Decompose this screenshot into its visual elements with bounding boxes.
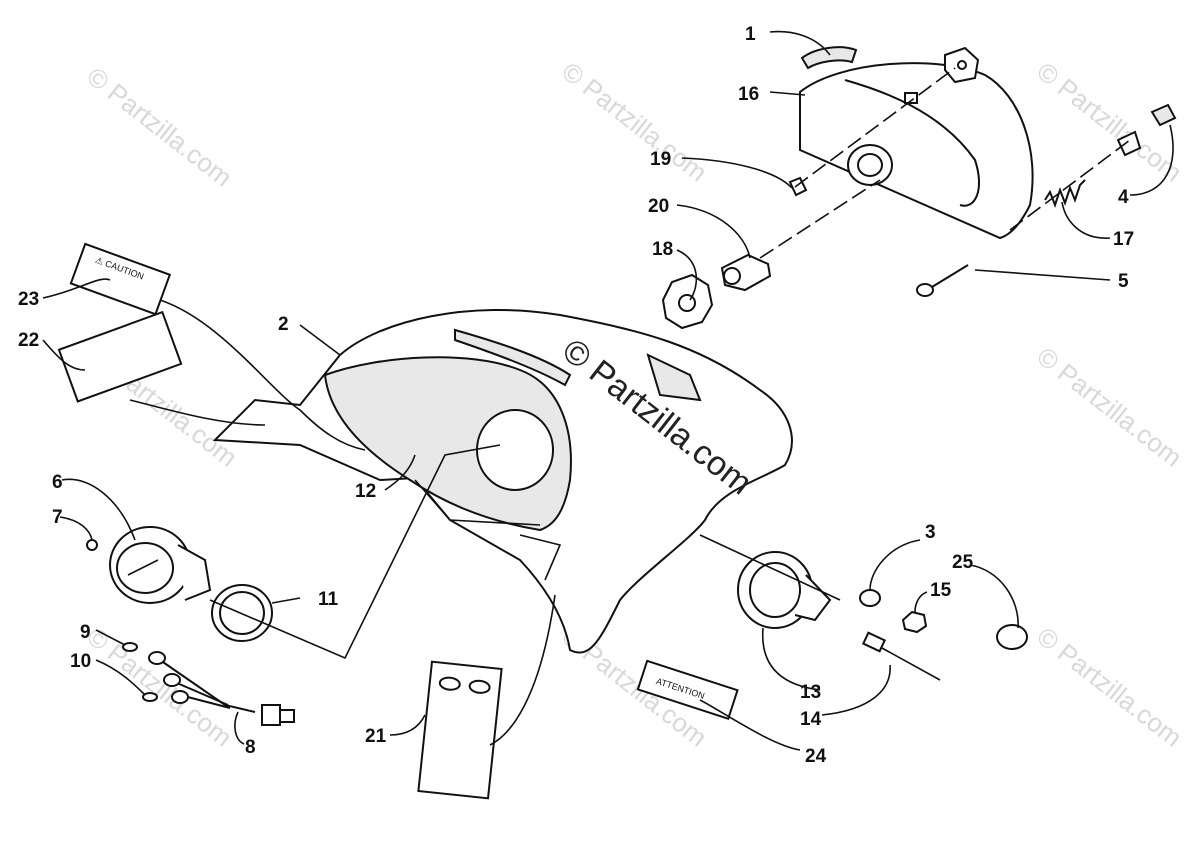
callout-5: 5 bbox=[1118, 271, 1129, 292]
decal-24: ATTENTION bbox=[636, 659, 739, 721]
screw-7 bbox=[86, 539, 98, 551]
callout-7: 7 bbox=[52, 507, 63, 528]
callout-19: 19 bbox=[650, 149, 671, 170]
washer-3 bbox=[859, 589, 881, 607]
headlight-opening bbox=[476, 409, 554, 491]
callout-4: 4 bbox=[1118, 187, 1129, 208]
nut-15 bbox=[901, 610, 928, 634]
bulb-20 bbox=[720, 253, 772, 292]
speedo-cable-14 bbox=[861, 631, 941, 681]
adjusting-screw-5 bbox=[916, 264, 969, 297]
watermark: © Partzilla.com bbox=[1031, 621, 1188, 753]
watermark: © Partzilla.com bbox=[1031, 341, 1188, 473]
decal-23: ⚠ CAUTION bbox=[69, 242, 172, 316]
callout-14: 14 bbox=[800, 709, 822, 730]
callout-24: 24 bbox=[805, 746, 827, 767]
callout-2: 2 bbox=[278, 314, 289, 335]
callout-13: 13 bbox=[800, 682, 821, 703]
callout-3: 3 bbox=[925, 522, 936, 543]
gauge-13 bbox=[737, 551, 832, 629]
adjuster-spring bbox=[1044, 179, 1086, 208]
bulb-9 bbox=[122, 642, 138, 652]
callout-12: 12 bbox=[355, 481, 376, 502]
callout-11: 11 bbox=[318, 589, 339, 610]
callout-23: 23 bbox=[18, 289, 39, 310]
headlight-housing bbox=[799, 46, 1034, 240]
callout-25: 25 bbox=[952, 552, 974, 573]
decal-21 bbox=[417, 660, 503, 800]
callout-16: 16 bbox=[738, 84, 759, 105]
bulb-10 bbox=[142, 692, 158, 702]
callout-15: 15 bbox=[930, 580, 952, 601]
bulb-socket bbox=[847, 144, 893, 186]
callout-18: 18 bbox=[652, 239, 673, 260]
callout-8: 8 bbox=[245, 737, 256, 758]
callout-22: 22 bbox=[18, 330, 39, 351]
hood-cowl bbox=[212, 309, 793, 654]
callout-6: 6 bbox=[52, 472, 63, 493]
seal-strip bbox=[800, 46, 858, 70]
callout-10: 10 bbox=[70, 651, 91, 672]
watermark: © Partzilla.com bbox=[81, 621, 238, 753]
callout-labels: 1 16 19 20 18 4 17 5 23 2 22 12 6 7 11 9… bbox=[18, 24, 1134, 767]
callout-17: 17 bbox=[1113, 229, 1134, 250]
callout-20: 20 bbox=[648, 196, 669, 217]
leader-lines bbox=[42, 30, 1174, 751]
adjuster-clip bbox=[1116, 103, 1177, 157]
callout-21: 21 bbox=[365, 726, 387, 747]
retaining-ring-18 bbox=[661, 273, 714, 330]
decal-22 bbox=[57, 310, 183, 403]
wiring-harness-8 bbox=[148, 651, 295, 726]
watermark: © Partzilla.com bbox=[81, 61, 238, 193]
callout-9: 9 bbox=[80, 622, 91, 643]
hood-vent bbox=[454, 328, 572, 387]
watermark: © Partzilla.com bbox=[556, 56, 713, 188]
gauge-6 bbox=[109, 526, 212, 604]
callout-1: 1 bbox=[745, 24, 756, 45]
clamp-25 bbox=[996, 624, 1028, 650]
hood-side-badge bbox=[646, 353, 702, 402]
